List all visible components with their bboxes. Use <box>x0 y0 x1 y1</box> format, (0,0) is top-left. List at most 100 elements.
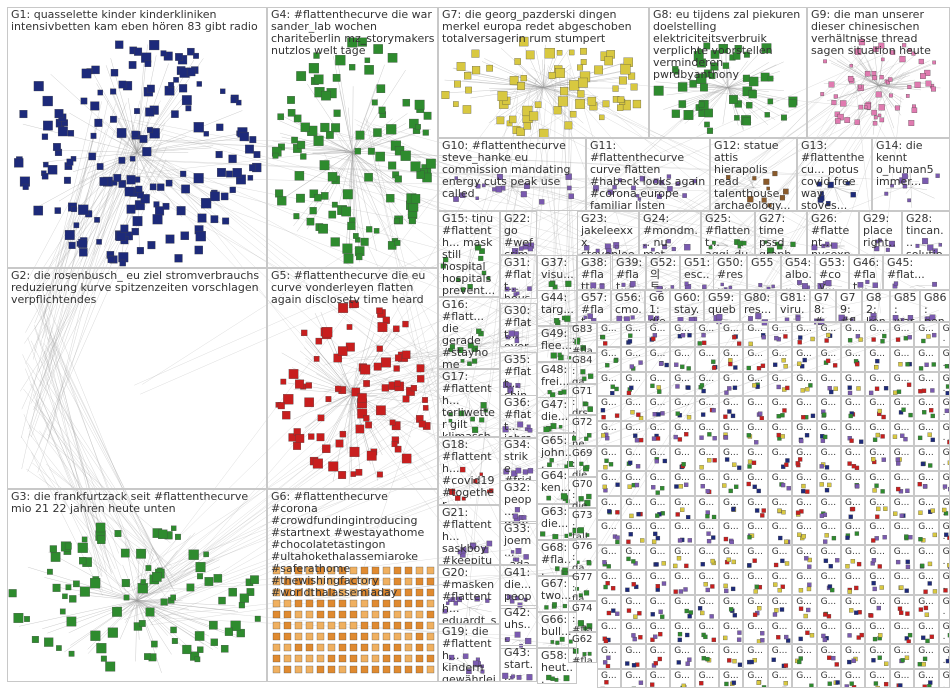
group-box-g59: G59: queb... <box>704 290 740 322</box>
small-group-cell: G... <box>768 421 792 446</box>
group-box-g72: G72: ne... <box>568 415 597 446</box>
small-group-label: G... <box>625 423 642 433</box>
small-group-cell: G... <box>939 644 950 669</box>
small-group-cell: G... <box>914 396 938 421</box>
group-label-g84: G84: ga... <box>572 355 594 384</box>
small-group-cell: G... <box>719 570 743 595</box>
small-group-cell: G... <box>914 620 938 645</box>
group-box-g69: G69: die... <box>568 446 597 477</box>
small-group-cell: G... <box>597 421 621 446</box>
small-group-label: G... <box>674 324 691 334</box>
small-group-label: G... <box>699 522 716 532</box>
group-label-g59: G59: queb... <box>708 292 737 322</box>
small-group-label: G... <box>869 622 886 632</box>
small-group-label: G... <box>650 671 667 681</box>
small-group-cell: G... <box>768 520 792 545</box>
small-group-label: G... <box>625 522 642 532</box>
small-group-cell: G... <box>743 595 767 620</box>
group-label-g46: G46: #flat... <box>853 257 880 290</box>
small-group-label: G... <box>650 522 667 532</box>
group-box-g85: G85: war... <box>890 290 920 322</box>
small-group-cell: G... <box>695 347 719 372</box>
small-group-label: G... <box>821 374 838 384</box>
small-group-label: G... <box>650 473 667 483</box>
small-group-label: G... <box>869 349 886 359</box>
small-group-cell: G... <box>890 322 914 347</box>
small-group-label: G... <box>699 398 716 408</box>
small-group-label: G... <box>601 498 618 508</box>
small-group-cell: G... <box>695 421 719 446</box>
small-group-label: G... <box>772 374 789 384</box>
group-box-g57: G57: #flat... <box>577 290 611 322</box>
small-group-label: G... <box>747 522 764 532</box>
small-group-label: G... <box>747 448 764 458</box>
small-group-cell: G... <box>695 570 719 595</box>
small-group-cell: G... <box>646 372 670 397</box>
group-label-g21: G21: #flattenth... saskboy #keepitup... <box>442 507 497 565</box>
small-group-label: G... <box>747 374 764 384</box>
small-group-cell: G... <box>817 421 841 446</box>
small-group-label: G... <box>723 646 740 656</box>
small-group-label: G... <box>796 547 813 557</box>
small-group-label: G... <box>601 423 618 433</box>
small-group-cell: G... <box>890 471 914 496</box>
small-group-label: G... <box>821 398 838 408</box>
small-group-cell: G... <box>670 396 694 421</box>
small-group-label: G... <box>625 398 642 408</box>
group-label-g12: G12: statue attis hierapolis read talent… <box>714 140 794 211</box>
small-group-cell: G... <box>719 644 743 669</box>
small-group-cell: G... <box>719 372 743 397</box>
group-box-g60: G60: stay... <box>670 290 704 322</box>
small-group-cell: G... <box>817 620 841 645</box>
small-group-label: G... <box>918 448 935 458</box>
group-label-g86: G86: pen... <box>924 292 947 322</box>
small-group-cell: G... <box>841 446 865 471</box>
group-label-g62: G62: #fla... <box>572 634 594 663</box>
small-group-cell: G... <box>865 322 889 347</box>
small-group-cell: G... <box>670 669 694 688</box>
small-group-cell: G... <box>719 322 743 347</box>
small-group-label: G... <box>869 597 886 607</box>
small-group-label: G... <box>699 324 716 334</box>
small-group-cell: G... <box>914 347 938 372</box>
group-label-g27: G27: time pssd graph... <box>759 213 804 255</box>
small-group-cell: G... <box>792 496 816 521</box>
small-group-label: G... <box>894 423 911 433</box>
small-group-cell: G... <box>865 644 889 669</box>
small-group-cell: G... <box>817 520 841 545</box>
small-group-cell: G... <box>597 372 621 397</box>
small-group-cell: G... <box>621 396 645 421</box>
group-box-g52: G52: 의토... <box>646 255 680 290</box>
small-group-label: G... <box>894 547 911 557</box>
small-group-label: G... <box>869 324 886 334</box>
small-group-label: G... <box>650 448 667 458</box>
small-group-label: G... <box>674 473 691 483</box>
small-group-label: G... <box>869 671 886 681</box>
group-label-g52: G52: 의토... <box>650 257 677 290</box>
small-group-label: G... <box>918 374 935 384</box>
small-group-label: G... <box>918 547 935 557</box>
small-group-cell: G... <box>670 570 694 595</box>
small-group-cell: G... <box>792 372 816 397</box>
small-group-label: G... <box>821 597 838 607</box>
small-group-cell: G... <box>792 570 816 595</box>
group-box-g6: G6: #flattenthecurve #corona #crowdfundi… <box>267 489 438 682</box>
small-group-label: G... <box>699 498 716 508</box>
small-group-label: G... <box>796 572 813 582</box>
small-group-label: G... <box>918 597 935 607</box>
small-group-label: G... <box>723 398 740 408</box>
group-box-g28: G28: tincan... solutio... <box>902 211 950 255</box>
small-group-label: G... <box>625 597 642 607</box>
group-box-g39: G39: #flat... <box>612 255 646 290</box>
small-group-cell: G... <box>719 396 743 421</box>
group-box-g11: G11: #flattenthecurve curve flatten #hab… <box>586 138 710 211</box>
small-group-label: G... <box>772 473 789 483</box>
small-group-label: G... <box>625 448 642 458</box>
small-group-label: G... <box>894 522 911 532</box>
small-group-cell: G... <box>621 347 645 372</box>
small-group-cell: G... <box>939 322 950 347</box>
group-box-g76: G76: da... <box>568 539 597 570</box>
small-group-cell: G... <box>939 421 950 446</box>
group-box-g7: G7: die georg_pazderski dingen merkel eu… <box>438 7 649 138</box>
small-group-cell: G... <box>621 620 645 645</box>
